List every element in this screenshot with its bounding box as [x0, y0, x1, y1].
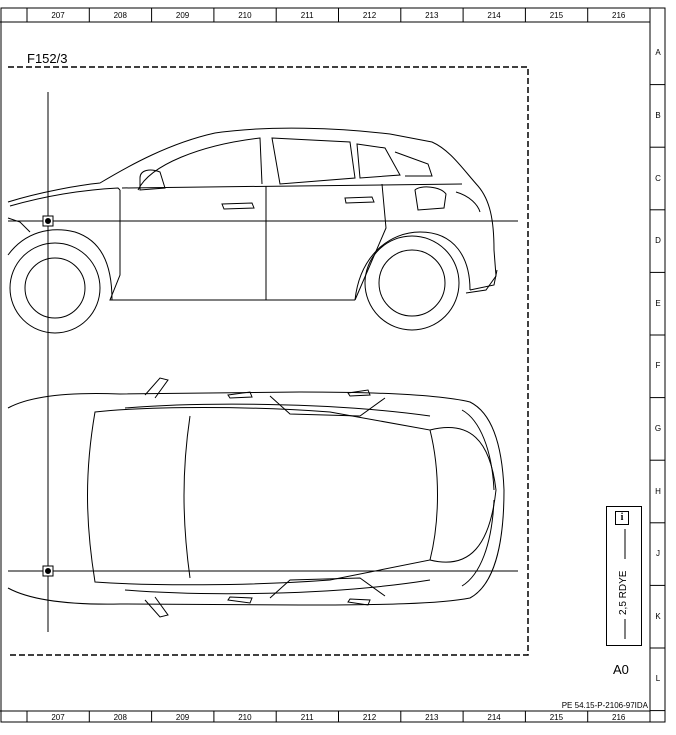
row-label-E: E	[655, 298, 661, 308]
zone-label: F152/3	[27, 51, 68, 66]
upper-connector-marker	[42, 215, 54, 227]
column-label-212: 212	[362, 11, 377, 20]
wire-label: 2,5 RDYE	[618, 570, 629, 615]
column-label-208: 208	[113, 11, 127, 20]
vehicle-side-view	[7, 127, 498, 334]
row-label-H: H	[655, 486, 661, 496]
row-label-K: K	[655, 611, 661, 621]
column-label-215: 215	[549, 713, 564, 722]
column-label-213: 213	[425, 11, 439, 20]
lower-connector-marker	[42, 565, 54, 577]
row-label-F: F	[655, 361, 661, 371]
row-label-G: G	[654, 423, 662, 433]
document-reference: PE 54.15-P-2106-97IDA	[561, 701, 648, 710]
column-label-213: 213	[425, 713, 439, 722]
column-label-216: 216	[612, 713, 626, 722]
row-label-D: D	[655, 236, 661, 246]
column-label-207: 207	[51, 713, 65, 722]
info-icon: i	[615, 511, 629, 525]
row-label-C: C	[655, 173, 661, 183]
row-label-B: B	[655, 110, 661, 120]
column-label-210: 210	[238, 713, 252, 722]
column-label-210: 210	[238, 11, 252, 20]
row-label-J: J	[656, 549, 660, 559]
column-label-212: 212	[362, 713, 377, 722]
row-label-A: A	[655, 48, 661, 58]
column-label-216: 216	[612, 11, 626, 20]
column-label-207: 207	[51, 11, 65, 20]
column-label-209: 209	[175, 713, 190, 722]
wire-code: A0	[613, 662, 629, 677]
column-label-208: 208	[113, 713, 127, 722]
column-label-211: 211	[300, 11, 314, 20]
column-label-211: 211	[300, 713, 314, 722]
column-label-214: 214	[487, 713, 501, 722]
wire-legend-box: i 2,5 RDYE	[606, 506, 642, 646]
vehicle-top-view	[7, 377, 505, 618]
legend-wire-line	[624, 529, 626, 639]
column-label-209: 209	[175, 11, 190, 20]
column-label-214: 214	[487, 11, 501, 20]
row-label-L: L	[655, 674, 661, 684]
column-label-215: 215	[549, 11, 564, 20]
